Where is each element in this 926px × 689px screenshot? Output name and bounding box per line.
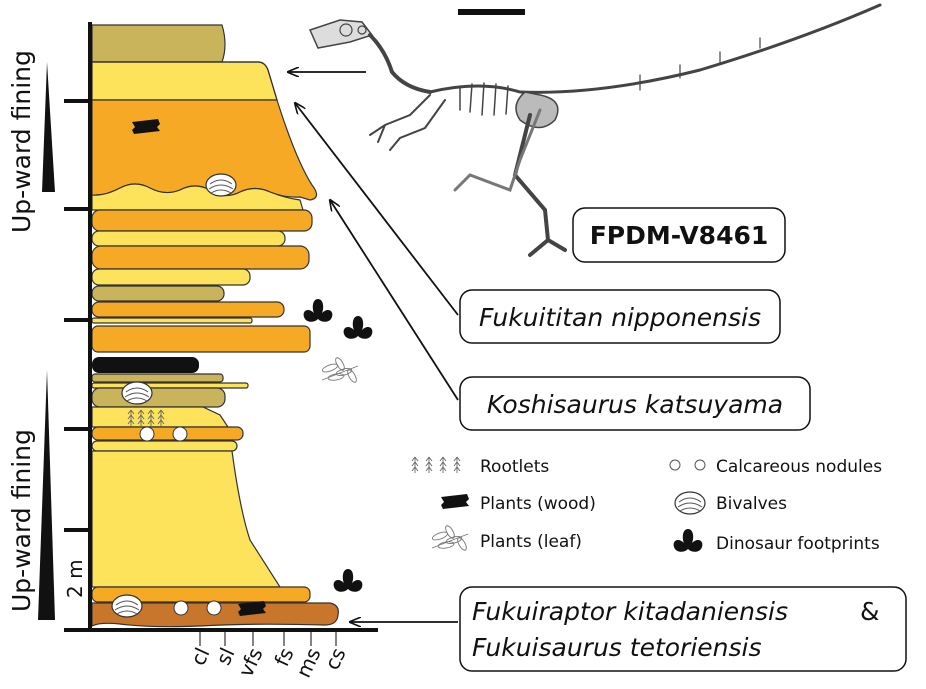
fukuititan-label: Fukuititan nipponensis bbox=[479, 303, 761, 332]
layer-coal bbox=[92, 357, 199, 373]
footprint-icon bbox=[303, 299, 333, 322]
koshisaurus-label: Koshisaurus katsuyama bbox=[487, 390, 783, 419]
layer-yellow-3 bbox=[91, 268, 251, 286]
legend: Rootlets Plants (wood) Plants (leaf) Cal… bbox=[411, 456, 882, 554]
plant-leaf-icon bbox=[321, 355, 359, 385]
layer-orange-5 bbox=[91, 325, 311, 353]
specimen-label-box: FPDM-V8461 bbox=[572, 207, 786, 263]
fukuiraptor-label: Fukuiraptor kitadaniensis bbox=[472, 597, 788, 626]
grain-size-label: cl bbox=[186, 644, 215, 669]
rootlets-icon bbox=[411, 456, 461, 474]
plant-leaf-icon bbox=[431, 523, 469, 553]
nodule-icon bbox=[669, 459, 681, 471]
nodule-icon bbox=[206, 600, 222, 616]
grain-size-label: cs bbox=[320, 644, 351, 674]
layer-yellow-5 bbox=[91, 382, 249, 389]
layer-tan-3 bbox=[91, 373, 224, 383]
fining-wedge-lower bbox=[38, 370, 55, 620]
footprint-icon bbox=[343, 316, 373, 339]
layer-yellow-thin-1 bbox=[91, 183, 304, 211]
fukuisaurus-label: Fukuisaurus tetoriensis bbox=[472, 633, 762, 662]
footprint-icon bbox=[333, 569, 363, 592]
grain-size-label: vfs bbox=[233, 644, 267, 681]
layer-yellow-top bbox=[91, 61, 278, 101]
ampersand-label: & bbox=[860, 597, 880, 626]
layer-yellow-thick bbox=[91, 450, 282, 588]
koshisaurus-label-box: Koshisaurus katsuyama bbox=[459, 376, 811, 431]
plant-wood-icon bbox=[441, 494, 469, 509]
footprint-icon bbox=[673, 529, 703, 552]
nodule-icon bbox=[139, 426, 155, 442]
legend-rootlets: Rootlets bbox=[480, 457, 549, 477]
column-axes bbox=[64, 22, 378, 646]
layer-yellow-2 bbox=[91, 230, 286, 247]
bivalve-icon bbox=[111, 594, 143, 618]
layer-yellow-7 bbox=[91, 440, 238, 452]
legend-plants-wood: Plants (wood) bbox=[480, 494, 596, 514]
fining-wedge-upper bbox=[42, 62, 55, 192]
nodule-icon bbox=[173, 600, 189, 616]
bivalve-icon bbox=[205, 173, 237, 197]
layer-orange-nodules bbox=[91, 426, 244, 441]
nodule-icon bbox=[694, 459, 706, 471]
nodule-icon bbox=[172, 426, 188, 442]
fukuititan-label-box: Fukuititan nipponensis bbox=[459, 289, 781, 344]
fukuiraptor-label-box: Fukuiraptor kitadaniensis & Fukuisaurus … bbox=[459, 586, 907, 672]
layer-orange-3 bbox=[91, 245, 310, 270]
layer-orange-4 bbox=[91, 301, 285, 318]
fukuititan-arrow bbox=[295, 103, 459, 316]
legend-bivalves: Bivalves bbox=[716, 494, 787, 514]
layer-yellow-4 bbox=[91, 317, 253, 324]
legend-calcareous-nodules: Calcareous nodules bbox=[716, 457, 882, 477]
bivalve-icon bbox=[674, 491, 706, 515]
dinosaur-skeleton-illustration bbox=[308, 3, 882, 257]
layer-tan-4 bbox=[91, 387, 226, 408]
koshisaurus-arrow bbox=[330, 200, 459, 401]
stratigraphic-column bbox=[91, 24, 339, 628]
specimen-label: FPDM-V8461 bbox=[590, 221, 769, 250]
layer-orange-2 bbox=[91, 209, 313, 232]
bivalve-icon bbox=[121, 381, 153, 405]
layer-tan-2 bbox=[91, 285, 225, 302]
layer-tan-top bbox=[91, 24, 226, 63]
legend-plants-leaf: Plants (leaf) bbox=[480, 532, 582, 552]
scale-label: 2 m bbox=[63, 559, 87, 598]
upward-fining-label-lower: Up-ward fining bbox=[7, 429, 36, 612]
legend-dinosaur-footprints: Dinosaur footprints bbox=[716, 534, 880, 554]
upward-fining-label-upper: Up-ward fining bbox=[7, 50, 36, 233]
